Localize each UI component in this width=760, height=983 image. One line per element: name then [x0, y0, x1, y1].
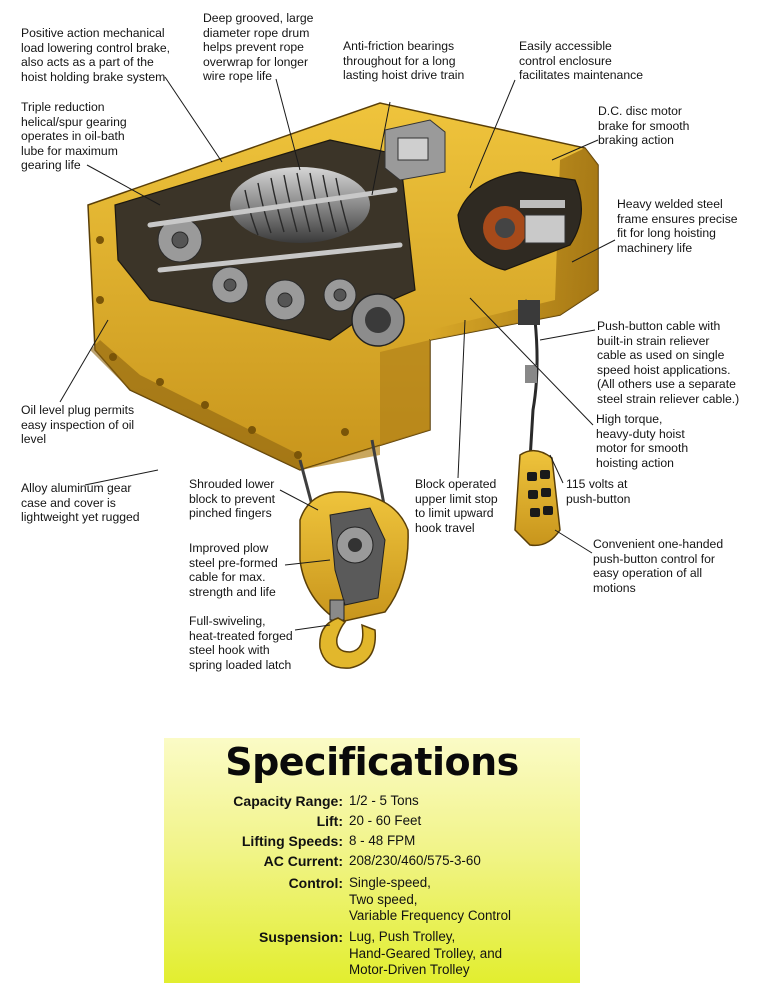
callout-drum: Deep grooved, large diameter rope drum h… [203, 11, 314, 84]
callout-one-handed: Convenient one-handed push-button contro… [593, 537, 724, 595]
spec-label: AC Current: [263, 853, 343, 869]
spec-label: Control: [288, 875, 343, 891]
specifications-title: Specifications [225, 740, 519, 784]
hook [319, 599, 377, 669]
spec-value: Single-speed, Two speed, Variable Freque… [349, 875, 512, 924]
callout-disc-brake: D.C. disc motor brake for smooth braking… [598, 104, 690, 148]
callout-motor: High torque, heavy-duty hoist motor for … [596, 412, 689, 470]
callout-frame: Heavy welded steel frame ensures precise… [617, 197, 738, 255]
spec-label: Suspension: [258, 929, 343, 945]
motor-cutaway [457, 171, 583, 271]
spec-label: Lifting Speeds: [241, 833, 343, 849]
spec-value: 208/230/460/575-3-60 [349, 853, 481, 868]
callout-limit-stop: Block operated upper limit stop to limit… [415, 477, 498, 535]
specifications-panel: Specifications Capacity Range: 1/2 - 5 T… [164, 738, 580, 983]
callout-oil-plug: Oil level plug permits easy inspection o… [21, 403, 135, 447]
control-enclosure [384, 119, 446, 181]
spec-value: 8 - 48 FPM [349, 833, 416, 848]
callout-lower-block: Shrouded lower block to prevent pinched … [189, 477, 276, 521]
callout-hook: Full-swiveling, heat-treated forged stee… [189, 614, 293, 672]
callout-leader-lines [59, 76, 616, 631]
spec-label: Capacity Range: [233, 793, 343, 809]
spec-value: 20 - 60 Feet [349, 813, 422, 828]
callout-bearings: Anti-friction bearings throughout for a … [343, 39, 465, 83]
callout-enclosure: Easily accessible control enclosure faci… [519, 39, 643, 83]
spec-value: Lug, Push Trolley, Hand-Geared Trolley, … [349, 929, 503, 978]
push-button-pendant [514, 449, 561, 547]
cutaway-interior [114, 139, 416, 347]
callout-gear-case: Alloy aluminum gear case and cover is li… [21, 481, 140, 525]
spec-label: Lift: [316, 813, 343, 829]
callout-plow-steel: Improved plow steel pre-formed cable for… [189, 541, 278, 599]
lower-block [299, 491, 409, 623]
callout-gearing: Triple reduction helical/spur gearing op… [21, 100, 127, 173]
wire-rope [298, 439, 387, 511]
callout-brake: Positive action mechanical load lowering… [21, 26, 171, 84]
spec-value: 1/2 - 5 Tons [349, 793, 419, 808]
hoist-illustration [87, 102, 599, 669]
callout-volts: 115 volts at push-button [566, 477, 631, 506]
callout-cable: Push-button cable with built-in strain r… [597, 319, 740, 406]
